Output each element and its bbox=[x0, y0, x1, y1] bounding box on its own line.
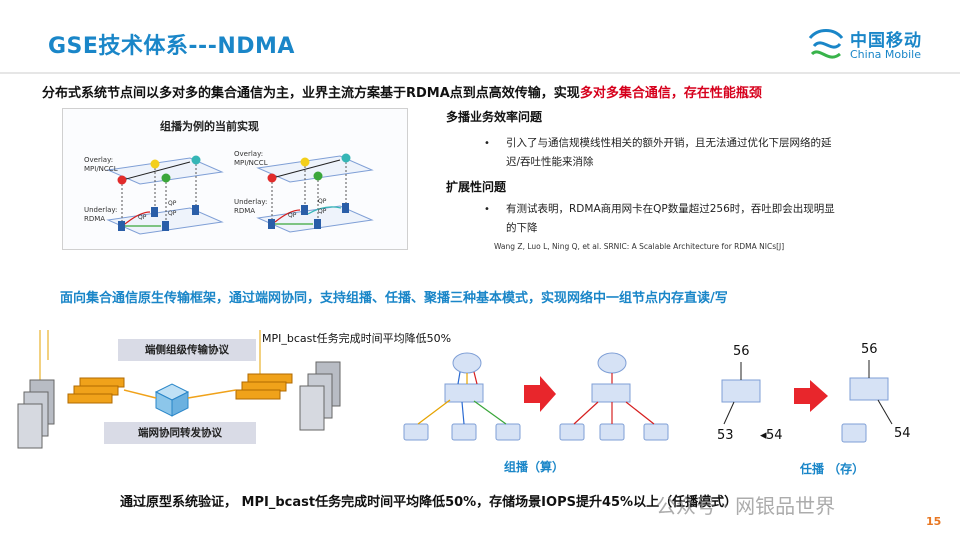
section-scalability-title: 扩展性问题 bbox=[446, 180, 507, 194]
framework-statement: 面向集合通信原生传输框架，通过端网协同，支持组播、任播、聚播三种基本模式，实现网… bbox=[60, 291, 728, 306]
server-icon bbox=[299, 385, 325, 431]
section-multicast-efficiency-title: 多播业务效率问题 bbox=[446, 110, 543, 124]
multicast-diagram bbox=[403, 352, 669, 441]
overlay-node-red bbox=[267, 173, 277, 183]
end-group-transport-protocol-label: 端侧组级传输协议 bbox=[118, 339, 256, 361]
overlay-node-yellow bbox=[300, 157, 310, 167]
figure-overlay-label-left: Overlay:MPI/NCCL bbox=[84, 156, 118, 173]
underlay-nic-icon bbox=[268, 219, 275, 229]
underlay-nic-icon bbox=[342, 203, 349, 213]
anycast-caption: 任播 （存） bbox=[800, 462, 865, 476]
logo-text-cn: 中国移动 bbox=[850, 31, 922, 51]
node-label-54: 54 bbox=[894, 426, 911, 441]
overlay-node-yellow bbox=[150, 159, 160, 169]
header-divider bbox=[0, 72, 960, 74]
overlay-node-cyan bbox=[341, 153, 351, 163]
logo-text-en: China Mobile bbox=[850, 48, 922, 61]
figure-underlay-label-right: Underlay:RDMA bbox=[234, 198, 268, 215]
underlay-nic-icon bbox=[192, 205, 199, 215]
headline-normal: 分布式系统节点间以多对多的集合通信为主，业界主流方案基于RDMA点到点高效传输，… bbox=[42, 86, 580, 101]
overlay-node-green bbox=[313, 171, 323, 181]
slide-title: GSE技术体系---NDMA bbox=[48, 34, 295, 59]
figure-qp-label: QP bbox=[168, 200, 177, 207]
underlay-nic-icon bbox=[301, 205, 308, 215]
anycast-diagram bbox=[721, 360, 893, 443]
figure-qp-label: QP bbox=[318, 198, 327, 205]
red-arrow-icon bbox=[794, 380, 828, 412]
multicast-caption: 组播（算） bbox=[504, 460, 565, 474]
switch-icon bbox=[154, 383, 190, 417]
bullet-dot: • bbox=[484, 204, 490, 215]
china-mobile-logo-icon bbox=[808, 29, 844, 59]
server-icon bbox=[17, 403, 43, 449]
china-mobile-logo: 中国移动 China Mobile bbox=[804, 22, 934, 68]
mpi-bcast-result-label: MPI_bcast任务完成时间平均降低50% bbox=[262, 332, 452, 345]
left-overlay-plane bbox=[106, 157, 224, 185]
figure-qp-label: QP bbox=[168, 210, 177, 217]
end-network-forwarding-protocol-label: 端网协同转发协议 bbox=[104, 422, 256, 444]
figure-qp-label: QP bbox=[138, 214, 147, 221]
figure-overlay-label-right: Overlay:MPI/NCCL bbox=[234, 150, 268, 167]
watermark: 公众号 · 网银品世界 bbox=[656, 494, 836, 518]
underlay-nic-icon bbox=[314, 219, 321, 229]
citation: Wang Z, Luo L, Ning Q, et al. SRNIC: A S… bbox=[494, 242, 785, 251]
red-arrow-icon bbox=[524, 376, 556, 412]
validation-statement: 通过原型系统验证， MPI_bcast任务完成时间平均降低50%，存储场景IOP… bbox=[120, 495, 738, 510]
nic-card-icon bbox=[235, 389, 281, 400]
right-overlay-plane bbox=[256, 155, 374, 183]
underlay-nic-icon bbox=[162, 221, 169, 231]
overlay-node-green bbox=[161, 173, 171, 183]
bullet-dot: • bbox=[484, 138, 490, 149]
figure-qp-label: QP bbox=[288, 212, 297, 219]
figure-underlay-label-left: Underlay:RDMA bbox=[84, 206, 118, 223]
nic-card-icon bbox=[67, 393, 113, 404]
section1-bullet: 引入了与通信规模线性相关的额外开销，且无法通过优化下层网络的延 迟/吞吐性能来消… bbox=[506, 137, 832, 168]
node-label-53: 53 bbox=[717, 428, 734, 443]
section2-bullet: 有测试表明，RDMA商用网卡在QP数量超过256时，吞吐即会出现明显 的下降 bbox=[506, 203, 835, 234]
underlay-nic-icon bbox=[118, 221, 125, 231]
figure-title: 组播为例的当前实现 bbox=[160, 120, 259, 133]
figure-qp-label: QP bbox=[318, 208, 327, 215]
page-number: 15 bbox=[926, 515, 942, 528]
headline: 分布式系统节点间以多对多的集合通信为主，业界主流方案基于RDMA点到点高效传输，… bbox=[42, 82, 762, 101]
end-network-diagram bbox=[17, 330, 341, 449]
node-label-56: 56 bbox=[733, 344, 750, 359]
node-label-54: 54 bbox=[766, 428, 783, 443]
underlay-nic-icon bbox=[151, 207, 158, 217]
overlay-node-cyan bbox=[191, 155, 201, 165]
headline-red: 多对多集合通信，存在性能瓶颈 bbox=[579, 86, 762, 101]
node-label-56: 56 bbox=[861, 342, 878, 357]
arrow-glyph: ◂ bbox=[760, 428, 767, 443]
overlay-node-red bbox=[117, 175, 127, 185]
